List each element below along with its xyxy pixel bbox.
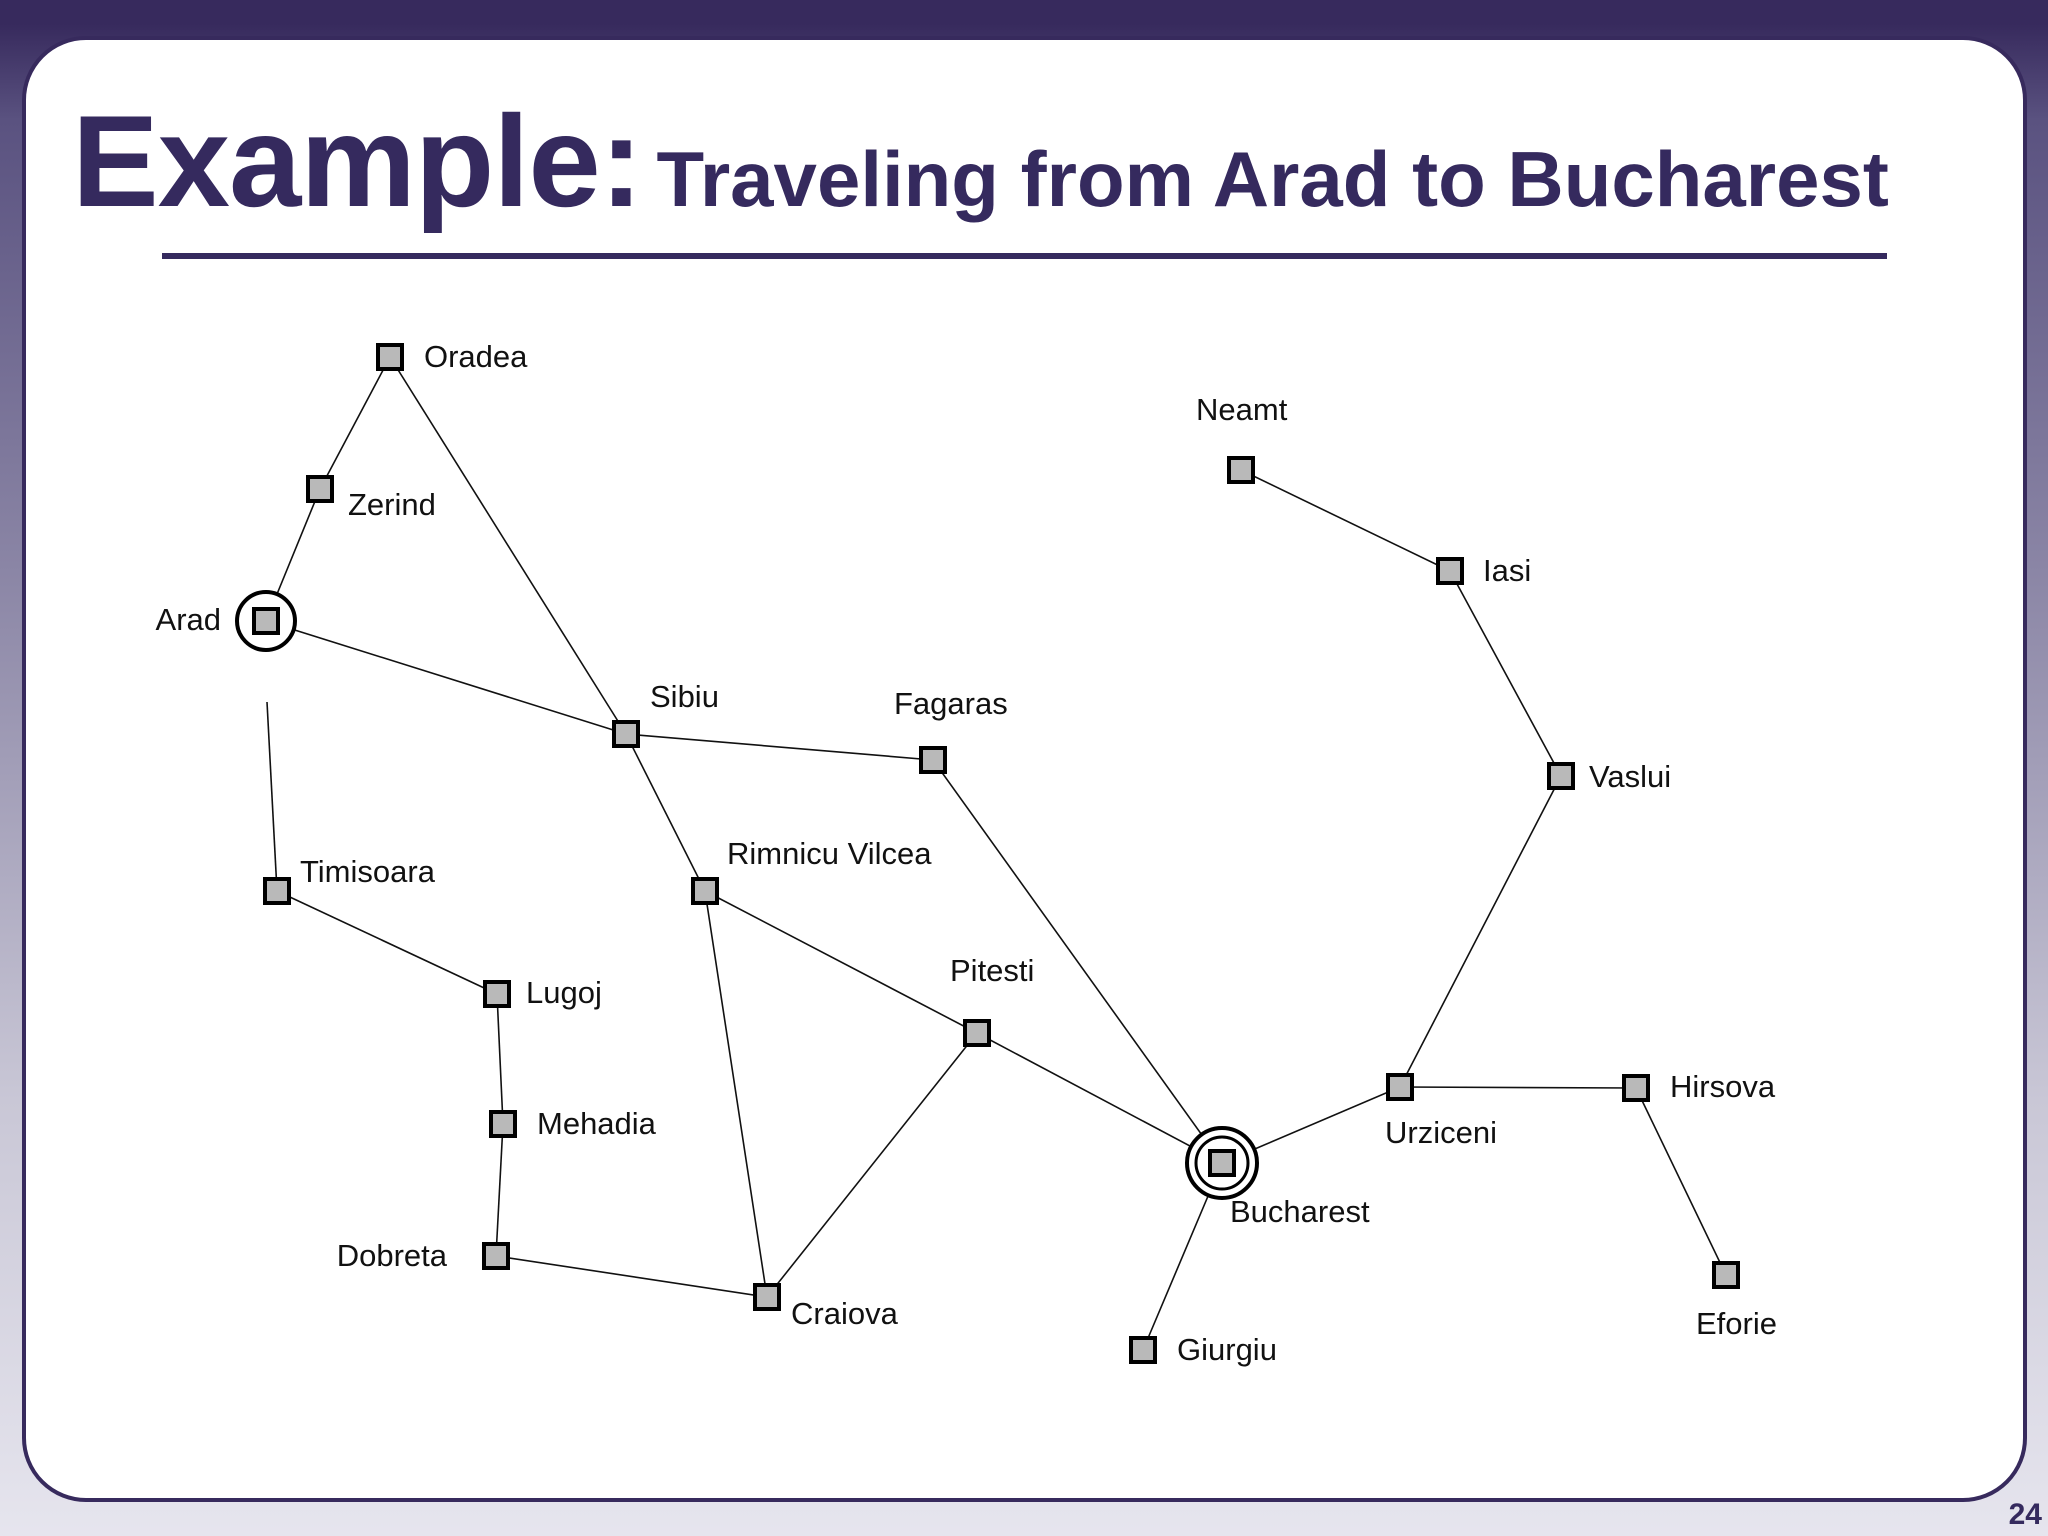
road-dobreta-craiova xyxy=(495,1255,768,1298)
city-label-lugoj: Lugoj xyxy=(526,975,602,1010)
city-label-vaslui: Vaslui xyxy=(1589,759,1671,794)
goal-city-inner-ring xyxy=(1194,1135,1250,1191)
road-pitesti-bucharest xyxy=(976,1032,1223,1164)
city-label-hirsova: Hirsova xyxy=(1670,1069,1776,1104)
city-marker-iasi xyxy=(1436,557,1464,585)
road-sibiu-rimnicu xyxy=(625,733,706,892)
city-label-fagaras: Fagaras xyxy=(894,686,1008,721)
city-marker-vaslui xyxy=(1547,762,1575,790)
city-marker-sibiu xyxy=(612,720,640,748)
city-marker-neamt xyxy=(1227,456,1255,484)
city-label-dobreta: Dobreta xyxy=(337,1238,448,1273)
city-marker-eforie xyxy=(1712,1261,1740,1289)
title-underline xyxy=(162,253,1887,259)
road-urziceni-hirsova xyxy=(1399,1086,1637,1089)
city-label-pitesti: Pitesti xyxy=(950,953,1034,988)
road-arad-sibiu xyxy=(265,620,627,735)
city-markers xyxy=(235,343,1740,1364)
road-mehadia-dobreta xyxy=(495,1123,504,1257)
city-label-giurgiu: Giurgiu xyxy=(1177,1332,1277,1367)
road-urziceni-vaslui xyxy=(1399,775,1562,1088)
city-label-craiova: Craiova xyxy=(791,1296,899,1331)
city-marker-hirsova xyxy=(1622,1074,1650,1102)
city-label-rimnicu: Rimnicu Vilcea xyxy=(727,836,932,871)
road-fagaras-bucharest xyxy=(932,759,1223,1164)
road-pitesti-craiova xyxy=(766,1032,978,1298)
road-rimnicu-pitesti xyxy=(704,890,978,1034)
city-label-arad: Arad xyxy=(156,602,221,637)
title-main: Example: xyxy=(72,88,643,234)
road-lugoj-mehadia xyxy=(496,993,504,1125)
city-marker-fagaras xyxy=(919,746,947,774)
city-marker-mehadia xyxy=(489,1110,517,1138)
city-marker-pitesti xyxy=(963,1019,991,1047)
road-hirsova-eforie xyxy=(1635,1087,1727,1276)
city-marker-oradea xyxy=(376,343,404,371)
city-marker-rimnicu xyxy=(691,877,719,905)
road-sibiu-fagaras xyxy=(625,733,934,761)
city-marker-timisoara xyxy=(263,877,291,905)
city-labels: OradeaZerindAradTimisoaraLugojMehadiaDob… xyxy=(156,339,1777,1367)
road-network xyxy=(265,356,1727,1351)
city-label-bucharest: Bucharest xyxy=(1230,1194,1370,1229)
road-oradea-zerind xyxy=(319,356,391,490)
slide-panel xyxy=(22,36,2027,1502)
road-oradea-sibiu xyxy=(389,356,627,735)
page-number: 24 xyxy=(2008,1498,2042,1531)
city-marker-craiova xyxy=(753,1283,781,1311)
city-marker-zerind xyxy=(306,475,334,503)
city-marker-dobreta xyxy=(482,1242,510,1270)
city-marker-urziceni xyxy=(1386,1073,1414,1101)
city-label-sibiu: Sibiu xyxy=(650,679,719,714)
road-timisoara-lugoj xyxy=(276,890,498,995)
road-vaslui-iasi xyxy=(1449,570,1562,777)
city-label-zerind: Zerind xyxy=(348,487,436,522)
road-iasi-neamt xyxy=(1240,469,1451,572)
city-marker-giurgiu xyxy=(1129,1336,1157,1364)
city-label-oradea: Oradea xyxy=(424,339,528,374)
city-marker-arad xyxy=(252,607,280,635)
road-arad-timisoara xyxy=(266,701,278,892)
city-label-eforie: Eforie xyxy=(1696,1306,1777,1341)
city-label-neamt: Neamt xyxy=(1196,392,1288,427)
title-subtitle: Traveling from Arad to Bucharest xyxy=(656,135,1889,223)
city-label-mehadia: Mehadia xyxy=(537,1106,657,1141)
slide-title: Example: Traveling from Arad to Buchares… xyxy=(72,86,1889,236)
city-marker-lugoj xyxy=(483,980,511,1008)
city-label-urziceni: Urziceni xyxy=(1385,1115,1497,1150)
road-rimnicu-craiova xyxy=(704,890,768,1298)
city-label-timisoara: Timisoara xyxy=(300,854,436,889)
city-label-iasi: Iasi xyxy=(1483,553,1531,588)
city-marker-bucharest xyxy=(1208,1149,1236,1177)
